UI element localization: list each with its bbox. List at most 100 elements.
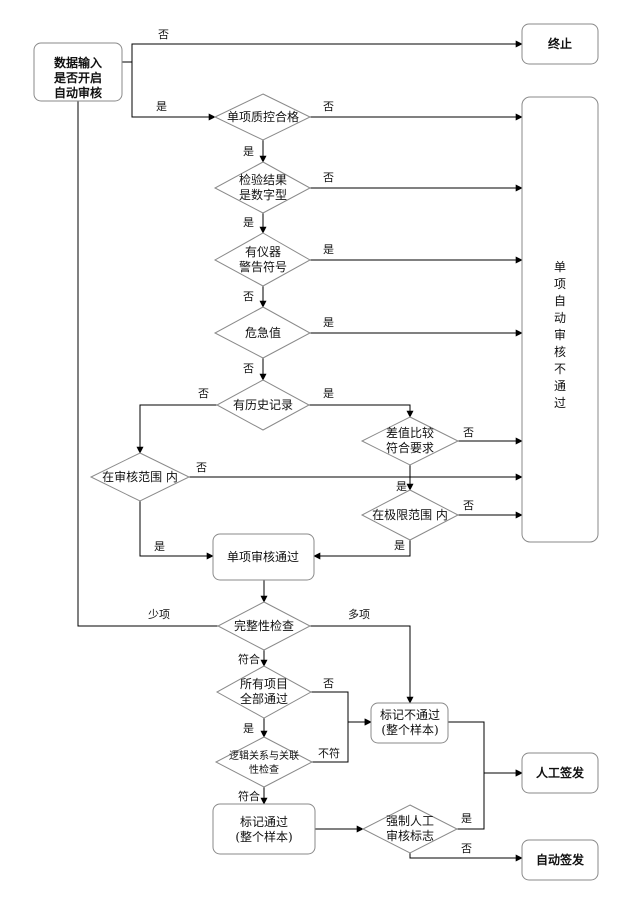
- label-history-no: 否: [198, 387, 209, 400]
- manual-sign-box: 人工签发: [521, 752, 599, 794]
- history-decision: 有历史记录: [215, 379, 311, 431]
- edge-limit-itempass: [313, 540, 411, 560]
- input-line-3: 自动审核: [54, 85, 102, 100]
- fail-char-1: 单: [554, 260, 566, 274]
- mark-pass-box: 标记通过 (整个样本): [212, 803, 316, 855]
- label-review-no: 否: [196, 461, 207, 474]
- fail-char-6: 核: [554, 345, 566, 359]
- completeness-decision: 完整性检查: [216, 601, 312, 651]
- mark-fail-line-1: 标记不通过: [380, 708, 440, 722]
- label-warning-yes: 是: [323, 243, 334, 256]
- label-delta-no: 否: [463, 426, 474, 439]
- label-critical-yes: 是: [323, 316, 334, 329]
- label-critical-no: 否: [243, 362, 254, 375]
- edge-history-review: [136, 404, 217, 454]
- edge-allpass-markfail: [311, 691, 372, 726]
- edge-labels: 否 是 否 是 否 是 是 否 是 否 否 是 否 是 否 是 否 是 少项 多…: [148, 28, 474, 855]
- mark-pass-line-1: 标记通过: [240, 815, 288, 829]
- edge-markfail-manual: [448, 721, 523, 777]
- auto-sign-box: 自动签发: [521, 839, 599, 881]
- input-box: 数据输入 是否开启 自动审核: [33, 42, 123, 102]
- label-allpass-no: 否: [323, 677, 334, 690]
- manual-sign-label: 人工签发: [536, 765, 585, 780]
- terminate-box: 终止: [521, 23, 599, 65]
- label-limit-yes: 是: [394, 539, 405, 552]
- label-complete-ok: 符合: [238, 652, 260, 666]
- edge-logic-markfail: [312, 718, 372, 763]
- fail-char-9: 过: [554, 396, 566, 410]
- warning-line-2: 警告符号: [239, 259, 287, 274]
- svg-text:数据输入: 数据输入: [54, 55, 102, 70]
- review-range-decision: 在审核范围 内: [89, 452, 191, 502]
- fail-char-8: 通: [554, 379, 566, 393]
- fail-char-4: 动: [554, 311, 566, 325]
- qc-decision: 单项质控合格: [213, 93, 312, 141]
- limit-range-label: 在极限范围 内: [372, 508, 448, 522]
- critical-decision: 危急值: [213, 306, 312, 359]
- numeric-line-1: 检验结果: [239, 172, 287, 187]
- edge-forced-manual: [457, 769, 523, 830]
- critical-label: 危急值: [245, 325, 281, 340]
- qc-label: 单项质控合格: [227, 109, 299, 124]
- label-allpass-yes: 是: [243, 722, 254, 735]
- limit-range-decision: 在极限范围 内: [360, 489, 460, 541]
- label-input-yes: 是: [156, 100, 167, 113]
- fail-char-2: 项: [554, 277, 566, 291]
- input-line-1: 数据输入: [54, 55, 102, 70]
- label-history-yes: 是: [323, 387, 334, 400]
- edge-review-itempass: [139, 501, 214, 560]
- label-limit-no: 否: [463, 499, 474, 512]
- review-range-label: 在审核范围 内: [102, 469, 178, 484]
- fail-char-5: 审: [554, 327, 566, 342]
- label-qc-yes: 是: [243, 145, 254, 158]
- item-pass-box: 单项审核通过: [212, 533, 315, 581]
- label-forced-yes: 是: [461, 812, 472, 825]
- edge-completeness-input: [74, 80, 218, 627]
- completeness-label: 完整性检查: [234, 618, 294, 633]
- label-numeric-no: 否: [323, 171, 334, 184]
- edge-forced-auto: [409, 853, 523, 862]
- all-pass-line-1: 所有项目: [240, 677, 288, 691]
- mark-pass-line-2: (整个样本): [235, 829, 292, 844]
- auto-sign-label: 自动签发: [536, 852, 585, 867]
- delta-line-1: 差值比较: [386, 425, 434, 440]
- forced-line-1: 强制人工: [386, 814, 434, 828]
- edge-input-qc: [122, 61, 216, 121]
- mark-fail-box: 标记不通过 (整个样本): [370, 702, 449, 744]
- forced-line-2: 审核标志: [386, 828, 434, 843]
- label-logic-ok: 符合: [238, 789, 260, 803]
- label-complete-many: 多项: [348, 607, 370, 621]
- label-warning-no: 否: [243, 290, 254, 303]
- warning-decision: 有仪器 警告符号: [213, 232, 312, 287]
- terminate-label: 终止: [548, 36, 572, 51]
- numeric-decision: 检验结果 是数字型: [213, 161, 312, 214]
- item-pass-label: 单项审核通过: [227, 549, 299, 564]
- warning-line-1: 有仪器: [245, 245, 281, 259]
- delta-line-2: 符合要求: [386, 440, 434, 455]
- edge-completeness-markfail: [310, 625, 414, 704]
- svg-text:是否开启: 是否开启: [53, 70, 102, 85]
- fail-char-7: 不: [554, 362, 566, 376]
- delta-decision: 差值比较 符合要求: [360, 416, 460, 466]
- label-input-no: 否: [158, 28, 169, 41]
- logic-decision: 逻辑关系与关联 性检查: [214, 736, 314, 788]
- numeric-line-2: 是数字型: [239, 187, 287, 202]
- forced-review-decision: 强制人工 审核标志: [361, 804, 459, 854]
- history-label: 有历史记录: [233, 398, 293, 412]
- label-logic-bad: 不符: [318, 747, 340, 760]
- label-delta-yes: 是: [396, 480, 407, 493]
- mark-fail-line-2: (整个样本): [381, 722, 438, 737]
- fail-box: 单 项 自 动 审 核 不 通 过: [521, 96, 599, 543]
- label-complete-few: 少项: [148, 608, 170, 621]
- label-forced-no: 否: [461, 842, 472, 855]
- logic-line-2: 性检查: [249, 763, 279, 776]
- all-pass-decision: 所有项目 全部通过: [215, 665, 313, 719]
- label-numeric-yes: 是: [243, 216, 254, 229]
- all-pass-line-2: 全部通过: [240, 691, 288, 706]
- edge-input-terminate: [122, 40, 523, 63]
- edges: [74, 40, 523, 862]
- fail-char-3: 自: [554, 294, 566, 308]
- svg-text:自动审核: 自动审核: [54, 85, 102, 100]
